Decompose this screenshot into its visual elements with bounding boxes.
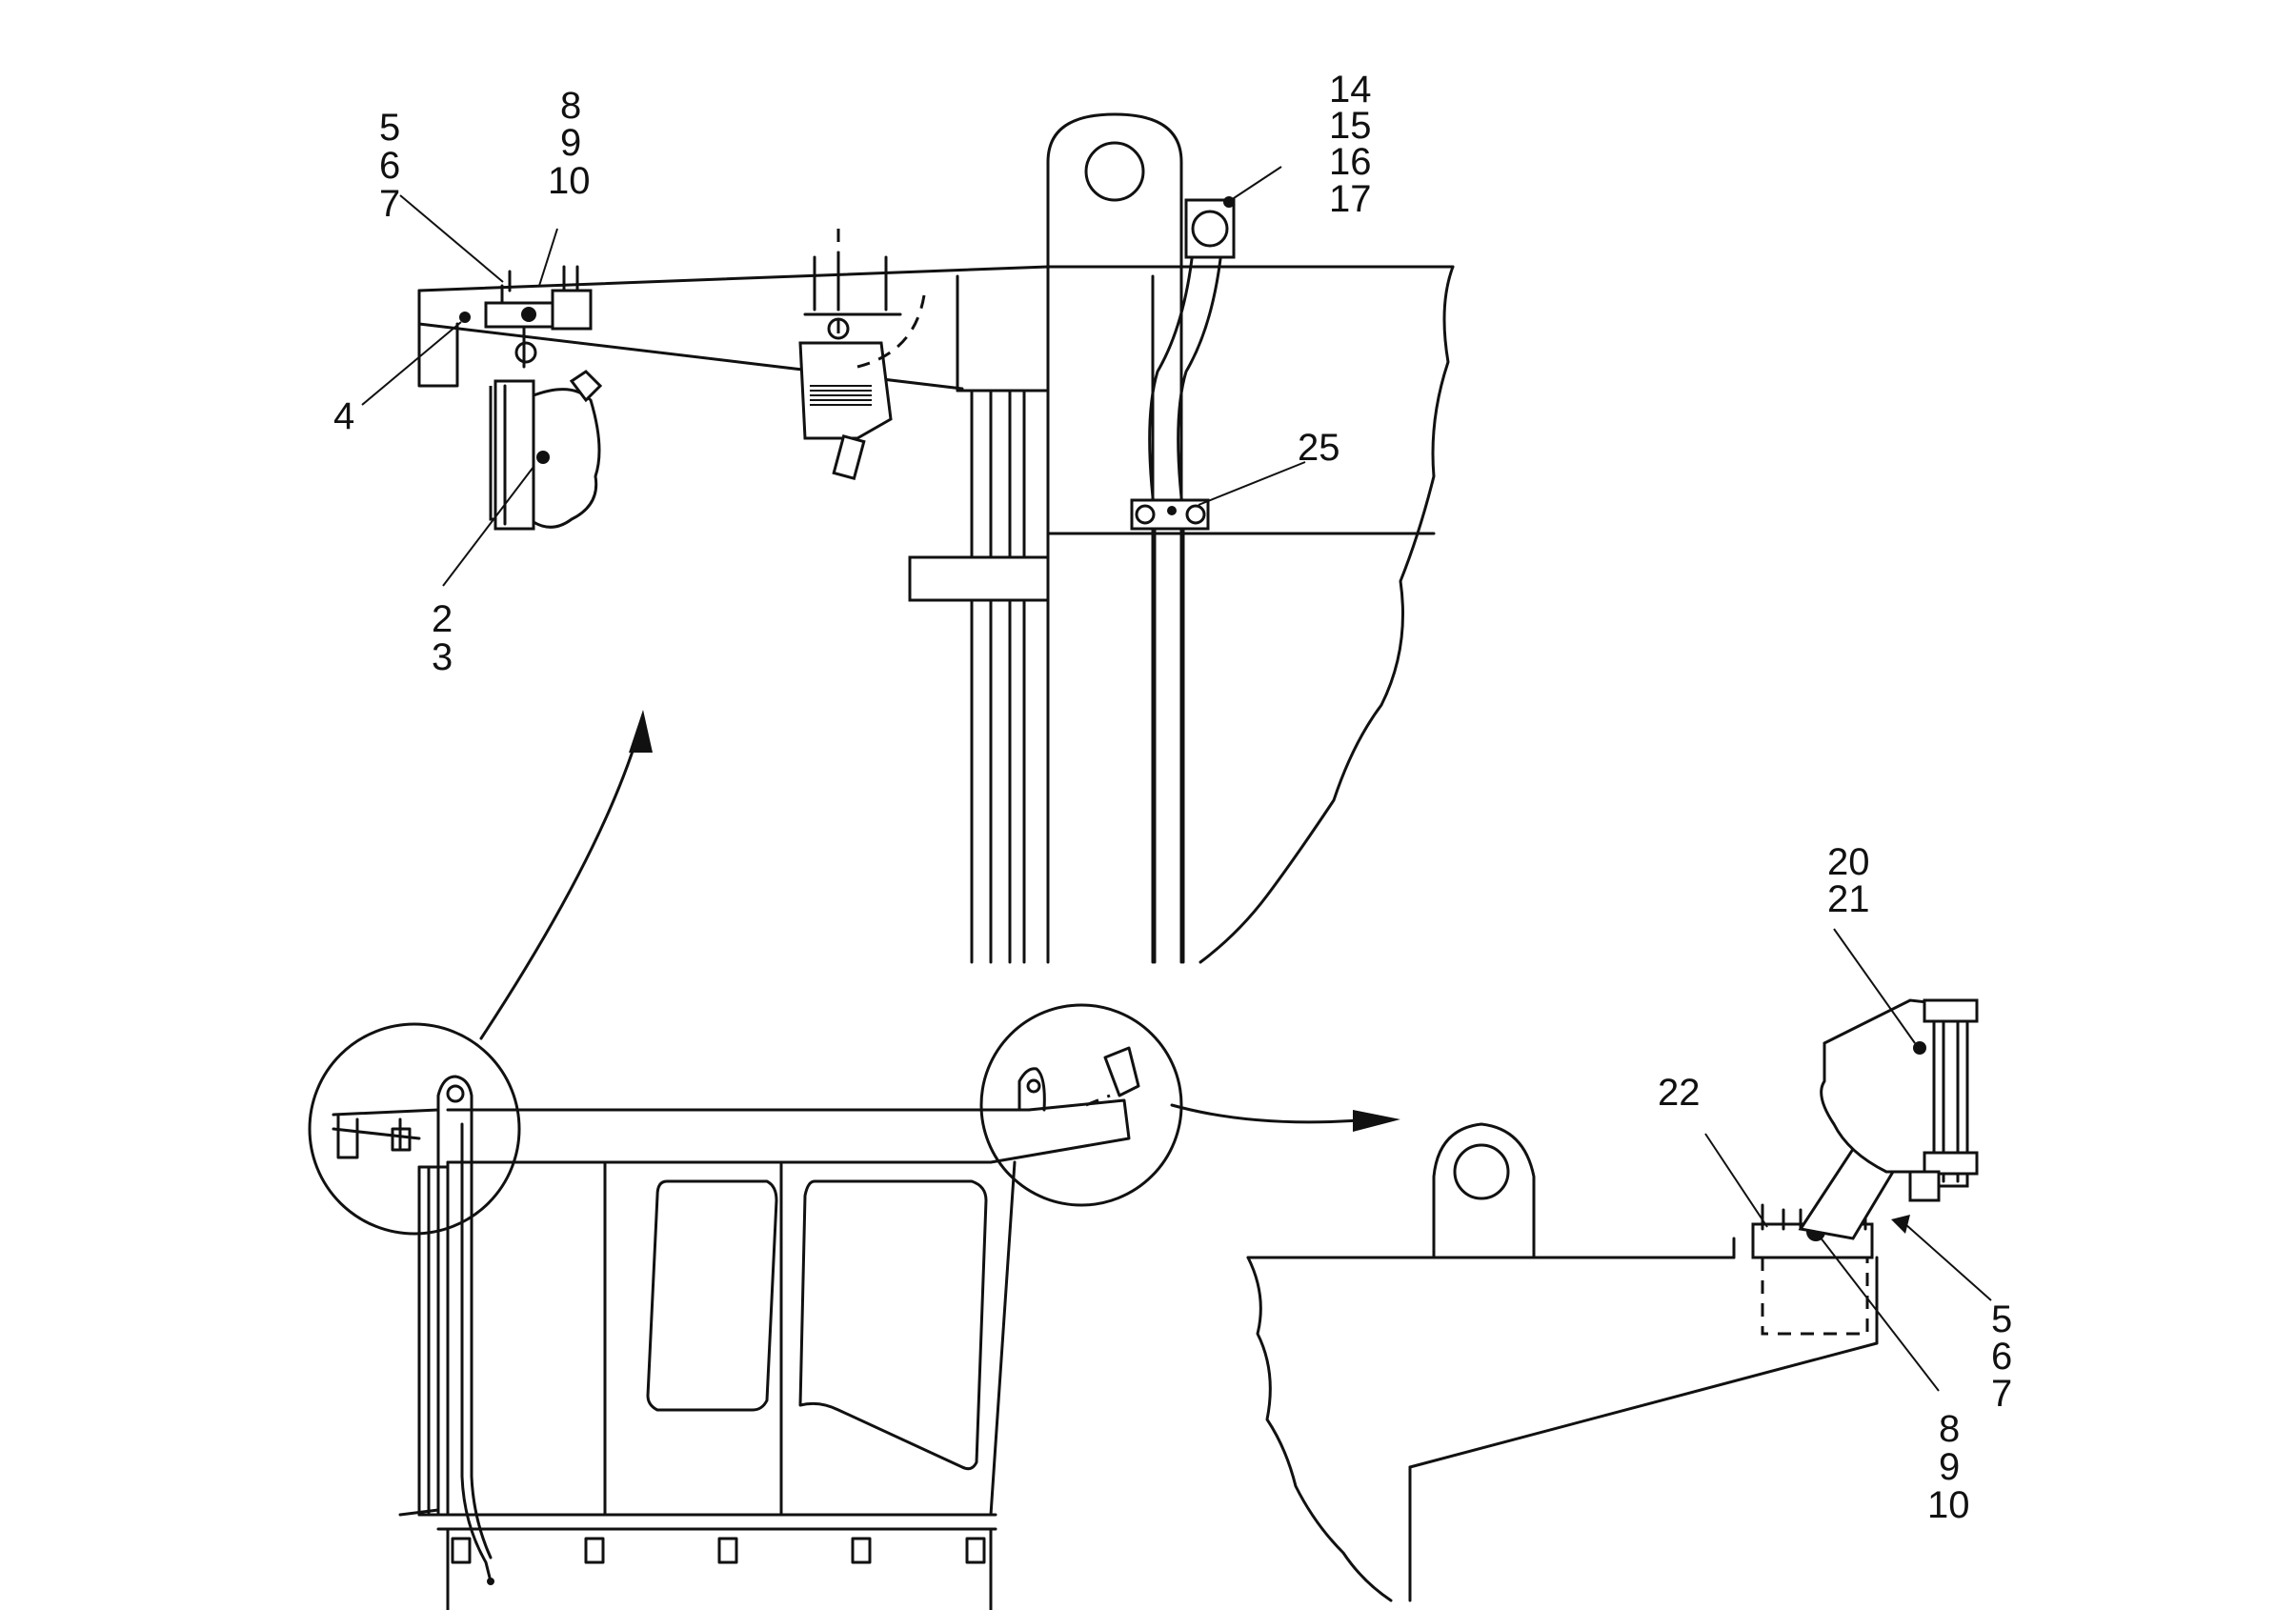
callout-8-right: 8 [1939, 1408, 1960, 1450]
callout-5: 5 [379, 107, 400, 149]
callout-17: 17 [1329, 178, 1372, 220]
callout-9: 9 [560, 122, 581, 164]
callout-8: 8 [560, 85, 581, 127]
callout-20: 20 [1827, 841, 1870, 883]
upper-detail-view [361, 112, 1455, 964]
callout-16: 16 [1329, 141, 1372, 183]
cab-overview [308, 1003, 1183, 1610]
callout-14: 14 [1329, 69, 1372, 111]
callout-10-right: 10 [1927, 1484, 1970, 1526]
callout-10: 10 [548, 160, 591, 202]
callout-22: 22 [1658, 1072, 1701, 1114]
callout-4: 4 [333, 395, 354, 437]
callout-7: 7 [379, 183, 400, 225]
callout-9-right: 9 [1939, 1446, 1960, 1488]
callout-25: 25 [1298, 427, 1340, 469]
zoom-arrows [479, 710, 1400, 1132]
callout-3: 3 [432, 636, 453, 678]
right-detail-view [1246, 928, 1992, 1602]
callout-21: 21 [1827, 878, 1870, 920]
callout-2: 2 [432, 598, 453, 640]
callout-5-right: 5 [1991, 1298, 2012, 1340]
callout-6: 6 [379, 145, 400, 187]
callout-7-right: 7 [1991, 1373, 2012, 1415]
callout-numbers: 5 6 7 8 9 10 4 2 3 14 15 16 17 25 20 21 … [333, 69, 2012, 1526]
callout-15: 15 [1329, 105, 1372, 147]
callout-6-right: 6 [1991, 1336, 2012, 1378]
